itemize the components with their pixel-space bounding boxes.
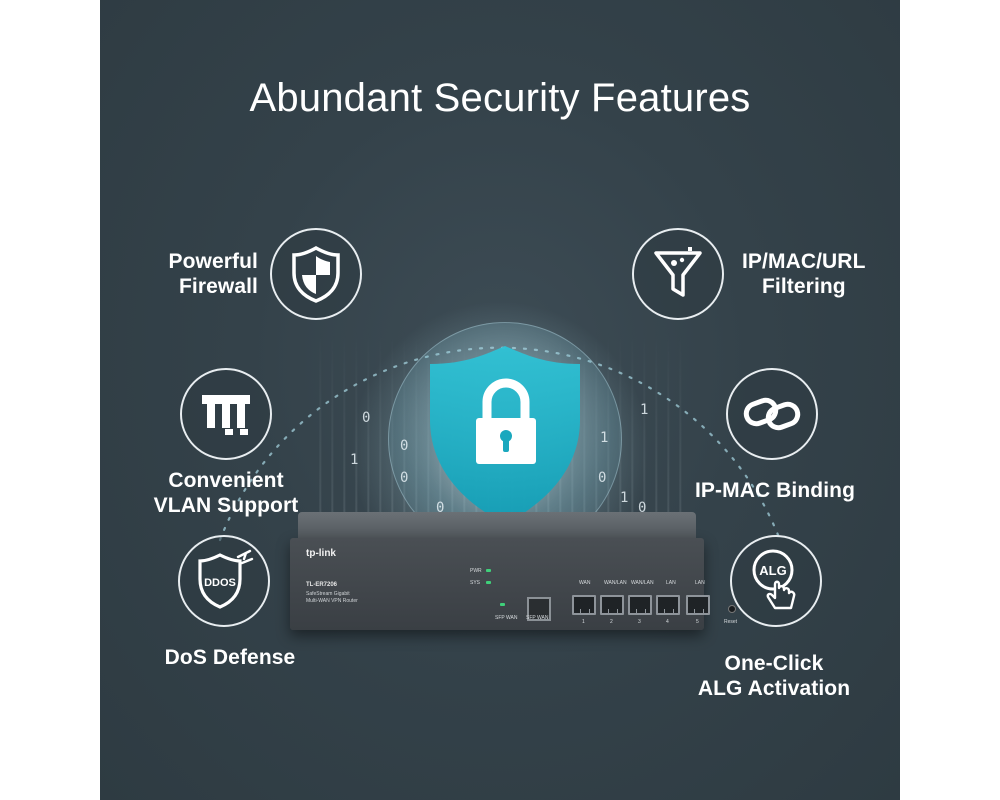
hero-panel: Abundant Security Features 0 1 0 0 0 0 1… (100, 0, 900, 800)
binary-digit: 0 (598, 470, 607, 486)
port-number: 4 (666, 619, 669, 625)
router-device: tp-link TL-ER7206 SafeStream Gigabit Mul… (290, 512, 737, 632)
page-title: Abundant Security Features (249, 76, 751, 120)
filtering-label-line1: IP/MAC/URL (742, 250, 866, 273)
reset-label: Reset (724, 619, 738, 625)
port-number: 1 (582, 619, 585, 625)
binary-digit: 0 (400, 438, 409, 454)
ethernet-port (656, 595, 680, 615)
sfp-port-label: SFP WAN (526, 615, 549, 621)
binary-digit: 0 (436, 500, 445, 516)
ddos-badge: DDOS (178, 535, 270, 627)
ethernet-port (600, 595, 624, 615)
binary-digit: 0 (400, 470, 409, 486)
pwr-label: PWR (470, 568, 482, 574)
sys-led (486, 581, 491, 584)
sfp-led (500, 603, 505, 606)
port-number: 3 (638, 619, 641, 625)
binding-badge (726, 368, 818, 460)
sys-label: SYS (470, 580, 481, 586)
firewall-label-line1: Powerful (168, 250, 258, 273)
vlan-badge (180, 368, 272, 460)
port-label: LAN (695, 580, 705, 586)
alg-icon-text: ALG (759, 563, 786, 578)
shield-icon (292, 245, 340, 303)
router-top-panel (298, 512, 696, 540)
binary-digit: 0 (362, 410, 371, 426)
binary-digit: 1 (350, 452, 359, 468)
binary-digit: 1 (600, 430, 609, 446)
ddos-label: DoS Defense (164, 646, 296, 669)
vlan-icon (202, 395, 250, 435)
lock-shield-icon (430, 346, 580, 524)
ethernet-port (628, 595, 652, 615)
reset-button[interactable] (728, 605, 736, 613)
vlan-label-line1: Convenient (168, 469, 284, 492)
ddos-shield-icon: DDOS (198, 549, 254, 609)
alg-touch-icon: ALG (752, 549, 796, 610)
firewall-label: Powerful Firewall (140, 249, 258, 299)
filter-funnel-icon (654, 247, 702, 297)
sfp-wan-label: SFP WAN (495, 615, 518, 621)
binary-digit: 0 (638, 500, 647, 516)
pwr-led (486, 569, 491, 572)
port-label: WAN/LAN (604, 580, 627, 586)
filtering-badge (632, 228, 724, 320)
binary-digit: 1 (620, 490, 629, 506)
vlan-label: Convenient VLAN Support (136, 468, 316, 518)
ethernet-port (572, 595, 596, 615)
filtering-label-line2: Filtering (762, 275, 846, 298)
vlan-label-line2: VLAN Support (153, 494, 299, 517)
alg-label-line1: One-Click (724, 652, 824, 675)
alg-label-line2: ALG Activation (697, 677, 851, 700)
router-desc-line1: SafeStream Gigabit (306, 591, 350, 597)
router-desc-line2: Multi-WAN VPN Router (306, 598, 358, 604)
chain-link-icon (743, 397, 801, 431)
binding-label: IP-MAC Binding (694, 479, 856, 502)
alg-label: One-Click ALG Activation (686, 651, 862, 701)
ddos-icon-text: DDOS (204, 577, 236, 589)
port-label: LAN (666, 580, 676, 586)
router-model: TL-ER7206 (306, 582, 338, 588)
router-brand: tp-link (306, 548, 336, 559)
sfp-port (527, 597, 551, 621)
port-label: WAN (579, 580, 591, 586)
firewall-label-line2: Firewall (179, 275, 258, 298)
port-label: WAN/LAN (631, 580, 654, 586)
binary-digit: 1 (640, 402, 649, 418)
router-description: SafeStream Gigabit Multi-WAN VPN Router (306, 591, 376, 605)
filtering-label: IP/MAC/URL Filtering (742, 249, 892, 299)
ethernet-port (686, 595, 710, 615)
firewall-badge (270, 228, 362, 320)
port-number: 5 (696, 619, 699, 625)
dashed-orbit-arc (218, 346, 782, 542)
alg-badge: ALG (730, 535, 822, 627)
port-number: 2 (610, 619, 613, 625)
